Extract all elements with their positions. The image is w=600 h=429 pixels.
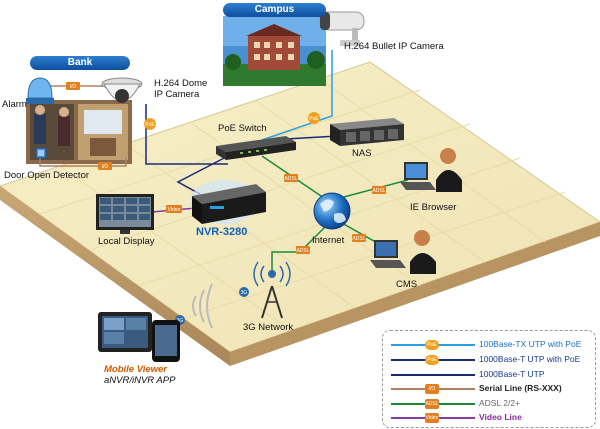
poe-switch-label: PoE Switch <box>218 123 267 134</box>
local-display-label: Local Display <box>98 236 155 247</box>
legend-marker: PoE <box>425 355 439 365</box>
nas-icon <box>330 118 404 146</box>
ie-browser-user-icon <box>400 148 462 192</box>
campus-photo <box>223 16 326 86</box>
legend-row: ADSL ADSL 2/2+ <box>383 397 595 411</box>
nvr-label: NVR-3280 <box>196 226 248 238</box>
badge-3g-text: 3G <box>241 290 248 296</box>
internet-globe-icon <box>313 192 351 230</box>
legend-label: Serial Line (RS-XXX) <box>479 383 562 393</box>
poe-badge-text: PoE <box>309 116 319 122</box>
poe-switch-icon <box>216 136 296 160</box>
nvr-device-icon <box>190 180 266 224</box>
legend-line-swatch <box>391 374 475 376</box>
legend-row: I/O Serial Line (RS-XXX) <box>383 382 595 396</box>
cms-label: CMS <box>396 279 418 290</box>
alarm-icon <box>26 77 54 104</box>
ie-browser-label: IE Browser <box>410 202 457 213</box>
mobile-app-label: aNVR/iNVR APP <box>104 375 176 386</box>
wireless-signal-icon <box>192 283 213 329</box>
io-tag-text: I/O <box>70 84 77 90</box>
legend-row: PoE 100Base-TX UTP with PoE <box>383 338 595 352</box>
legend-row: Video Video Line <box>383 411 595 425</box>
legend-marker: PoE <box>425 340 439 350</box>
adsl-tag-text: ADSL <box>372 188 385 194</box>
local-display-icon <box>96 194 154 234</box>
legend-marker: ADSL <box>425 399 439 409</box>
bullet-camera-link <box>261 50 333 141</box>
legend-label: 1000Base-T UTP with PoE <box>479 354 581 364</box>
dome-camera-label-line2: IP Camera <box>154 89 200 100</box>
legend-label: 100Base-TX UTP with PoE <box>479 339 582 349</box>
adsl-tag <box>352 234 366 242</box>
legend-label: ADSL 2/2+ <box>479 398 521 408</box>
adsl-tag <box>284 174 298 182</box>
legend-marker: Video <box>425 413 439 423</box>
bank-banner: Bank <box>30 56 130 70</box>
nas-label: NAS <box>352 148 372 159</box>
door-detector-label: Door Open Detector <box>4 170 90 181</box>
3g-tower-icon <box>253 261 291 319</box>
dome-camera-label-line1: H.264 Dome <box>154 78 208 89</box>
3g-network-label: 3G Network <box>243 322 294 333</box>
legend: PoE 100Base-TX UTP with PoE PoE 1000Base-T … <box>382 330 596 428</box>
connector-tags: I/O I/O Video ADSL ADSL ADSL ADSL <box>66 82 386 254</box>
internet-label: Internet <box>312 235 345 246</box>
adsl-tag <box>296 246 310 254</box>
legend-label: Video Line <box>479 412 522 422</box>
bank-photo <box>26 100 132 164</box>
bullet-camera-label: H.264 Bullet IP Camera <box>344 41 444 52</box>
legend-row: 1000Base-T UTP <box>383 368 595 382</box>
adsl-tag-text: ADSL <box>296 248 309 254</box>
bullet-camera-icon <box>319 11 365 46</box>
legend-row: PoE 1000Base-T UTP with PoE <box>383 353 595 367</box>
io-tag <box>66 82 80 90</box>
switch-nvr-link <box>176 155 229 195</box>
legend-label: 1000Base-T UTP <box>479 369 545 379</box>
cms-user-icon <box>370 230 436 274</box>
campus-banner: Campus <box>223 3 326 17</box>
adsl-tag <box>372 186 386 194</box>
door-detector-icon <box>35 147 47 159</box>
io-tag <box>98 162 112 170</box>
badge-3g-text: 3G <box>177 318 184 324</box>
internet-3g-link <box>271 225 327 272</box>
poe-badge <box>308 112 320 124</box>
video-tag <box>166 205 182 213</box>
io-tag-text: I/O <box>102 164 109 170</box>
legend-marker: I/O <box>425 384 439 394</box>
poe-badges: PoE PoE <box>144 112 320 130</box>
alarm-label: Alarm <box>2 99 27 110</box>
poe-badge <box>144 118 156 130</box>
adsl-tag-text: ADSL <box>284 176 297 182</box>
video-tag-text: Video <box>168 207 181 213</box>
adsl-tag-text: ADSL <box>352 236 365 242</box>
dome-camera-icon <box>101 77 143 103</box>
mobile-viewer-label: Mobile Viewer <box>104 364 167 375</box>
poe-badge-text: PoE <box>145 122 155 128</box>
mobile-devices-icon <box>98 312 180 362</box>
